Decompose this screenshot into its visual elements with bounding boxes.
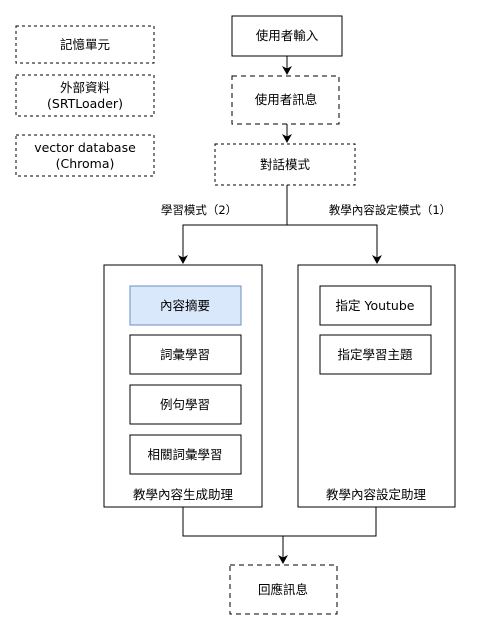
- external-data-node: 外部資料 (SRTLoader): [15, 74, 155, 117]
- specify-topic-node: 指定學習主題: [319, 334, 432, 375]
- content-summary-label: 內容摘要: [160, 298, 210, 313]
- specify-topic-label: 指定學習主題: [337, 347, 413, 362]
- content-summary-node: 內容摘要: [129, 285, 242, 326]
- user-message-label: 使用者訊息: [255, 92, 318, 107]
- vocabulary-learning-node: 詞彙學習: [129, 334, 242, 375]
- edge-to-learning-mode: [178, 224, 287, 264]
- edge-settings-to-merge: [283, 507, 377, 537]
- sentence-learning-node: 例句學習: [129, 384, 242, 425]
- user-input-label: 使用者輸入: [256, 28, 319, 43]
- external-data-label: 外部資料: [60, 80, 111, 95]
- user-input-node: 使用者輸入: [231, 15, 343, 57]
- dialog-mode-node: 對話模式: [214, 143, 356, 186]
- specify-youtube-node: 指定 Youtube: [319, 285, 432, 326]
- memory-unit-label: 記憶單元: [60, 37, 110, 52]
- reply-message-label: 回應訊息: [258, 582, 308, 597]
- edge-label-learning-mode: 學習模式（2）: [161, 203, 237, 217]
- dialog-mode-label: 對話模式: [260, 157, 311, 172]
- memory-unit-node: 記憶單元: [15, 25, 155, 64]
- external-data-sublabel: (SRTLoader): [47, 96, 123, 111]
- content-settings-caption: 教學內容設定助理: [326, 487, 427, 502]
- vector-database-node: vector database (Chroma): [15, 134, 155, 177]
- reply-message-node: 回應訊息: [229, 564, 338, 615]
- specify-youtube-label: 指定 Youtube: [336, 298, 415, 313]
- sentence-learning-label: 例句學習: [160, 397, 210, 412]
- edge-to-teaching-settings: [287, 224, 382, 264]
- vector-database-label: vector database: [34, 140, 136, 155]
- related-vocabulary-label: 相關詞彙學習: [147, 447, 222, 462]
- related-vocabulary-node: 相關詞彙學習: [129, 434, 242, 475]
- edge-label-teaching-mode: 教學內容設定模式（1）: [329, 203, 451, 217]
- user-message-node: 使用者訊息: [231, 75, 340, 125]
- edge-generator-to-merge: [182, 507, 283, 537]
- content-generator-caption: 教學內容生成助理: [133, 487, 234, 502]
- vector-database-sublabel: (Chroma): [56, 156, 115, 171]
- vocabulary-learning-label: 詞彙學習: [160, 347, 210, 362]
